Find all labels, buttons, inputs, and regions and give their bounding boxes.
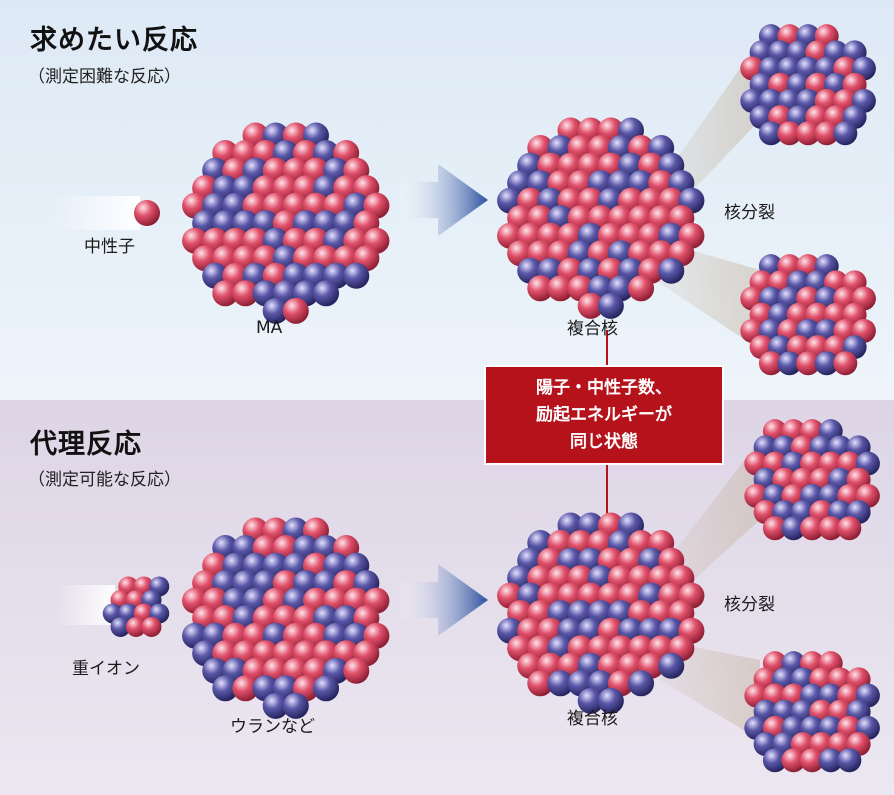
uranium-label: ウランなど <box>230 717 315 737</box>
uranium-nucleus <box>182 517 390 719</box>
same-state-box: 陽子・中性子数、 励起エネルギーが 同じ状態 <box>484 365 724 465</box>
neutron <box>313 280 340 307</box>
proton <box>212 280 239 307</box>
bottom-fission-fragment-upper <box>744 419 880 541</box>
neutron <box>597 292 624 319</box>
top-compound-nucleus <box>497 117 705 319</box>
proton <box>814 121 839 146</box>
neutron <box>658 652 685 679</box>
proton <box>527 670 554 697</box>
proton <box>833 351 858 376</box>
proton <box>796 351 821 376</box>
top-compound-label: 複合核 <box>567 319 618 339</box>
bottom-reaction-arrow <box>400 564 488 636</box>
bottom-title: 代理反応 <box>30 429 142 460</box>
top-title: 求めたい反応 <box>30 25 198 56</box>
neutron <box>837 748 862 773</box>
neutron <box>777 351 802 376</box>
proton <box>781 748 806 773</box>
neutron-trail <box>50 196 140 230</box>
neutron <box>547 670 574 697</box>
proton <box>796 121 821 146</box>
proton <box>800 516 825 541</box>
ma-label: MA <box>256 318 283 338</box>
neutron <box>628 670 655 697</box>
neutron <box>282 692 309 719</box>
top-subtitle: （測定困難な反応） <box>28 67 181 87</box>
neutron <box>781 516 806 541</box>
proton <box>628 275 655 302</box>
neutron <box>762 748 787 773</box>
same-state-line-3: 同じ状態 <box>570 432 638 452</box>
neutron <box>577 687 604 714</box>
same-state-line-2: 励起エネルギーが <box>536 405 672 425</box>
bottom-subtitle: （測定可能な反応） <box>28 470 181 490</box>
proton <box>343 657 370 684</box>
heavy-ion-nucleus <box>102 576 170 637</box>
neutron <box>758 121 783 146</box>
bottom-fission-fragment-lower <box>744 651 880 773</box>
neutron <box>212 675 239 702</box>
bottom-compound-label: 複合核 <box>567 709 618 729</box>
bottom-fission-beam-lower <box>660 640 760 740</box>
neutron <box>814 351 839 376</box>
same-state-line-1: 陽子・中性子数、 <box>536 378 672 398</box>
neutron <box>833 121 858 146</box>
neutron <box>262 692 289 719</box>
neutron <box>597 687 624 714</box>
heavy-ion-label: 重イオン <box>72 659 140 679</box>
neutron-particle <box>134 200 160 226</box>
top-fission-fragment-lower <box>740 254 876 376</box>
proton <box>777 121 802 146</box>
proton <box>818 516 843 541</box>
proton <box>126 616 146 637</box>
top-reaction-arrow <box>400 164 488 236</box>
neutron <box>262 297 289 324</box>
proton <box>577 292 604 319</box>
proton <box>547 275 574 302</box>
top-fission-label: 核分裂 <box>724 203 775 223</box>
neutron <box>343 262 370 289</box>
proton <box>141 616 162 637</box>
neutron-label: 中性子 <box>84 237 135 257</box>
neutron <box>313 675 340 702</box>
neutron <box>818 748 843 773</box>
proton <box>758 351 783 376</box>
proton <box>762 516 787 541</box>
proton <box>800 748 825 773</box>
proton <box>232 280 259 307</box>
neutron <box>658 257 685 284</box>
proton <box>837 516 862 541</box>
bottom-fission-label: 核分裂 <box>724 595 775 615</box>
ma-nucleus <box>182 122 390 324</box>
bottom-compound-nucleus <box>497 512 705 714</box>
top-fission-fragment-upper <box>740 24 876 146</box>
proton <box>282 297 309 324</box>
proton <box>232 675 259 702</box>
neutron <box>110 616 131 637</box>
proton <box>527 275 554 302</box>
